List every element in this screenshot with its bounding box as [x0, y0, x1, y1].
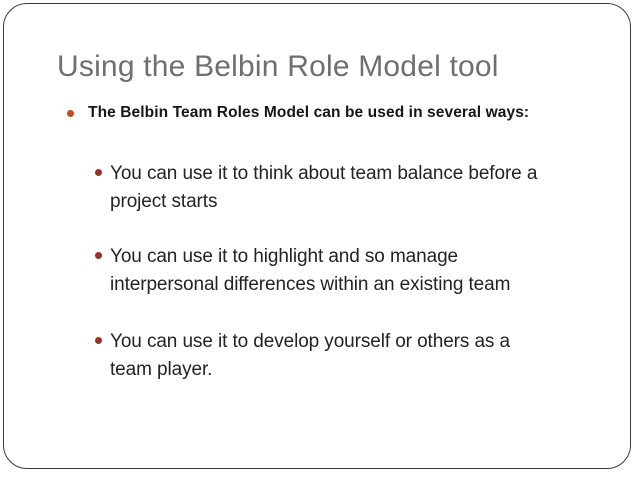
level2-bullet-dot-icon: [95, 252, 102, 259]
bullet-line-1: You can use it to highlight and so manag…: [110, 246, 459, 267]
bullet-line-2: team player.: [110, 359, 213, 380]
level2-bullet-dot-icon: [95, 169, 102, 176]
bullet-line-1: You can use it to develop yourself or ot…: [110, 331, 510, 352]
slide-title: Using the Belbin Role Model tool: [57, 50, 499, 83]
level2-bullet-item: You can use it to think about team balan…: [110, 160, 537, 216]
level2-bullet-item: You can use it to develop yourself or ot…: [110, 328, 510, 384]
level2-bullet-item: You can use it to highlight and so manag…: [110, 243, 510, 299]
bullet-line-2: project starts: [110, 191, 218, 212]
level2-bullet-dot-icon: [95, 337, 102, 344]
slide-frame: [3, 3, 631, 469]
level1-bullet-text: The Belbin Team Roles Model can be used …: [88, 104, 530, 121]
bullet-line-2: interpersonal differences within an exis…: [110, 274, 511, 295]
bullet-line-1: You can use it to think about team balan…: [110, 163, 538, 184]
level1-bullet-dot-icon: [67, 110, 74, 117]
